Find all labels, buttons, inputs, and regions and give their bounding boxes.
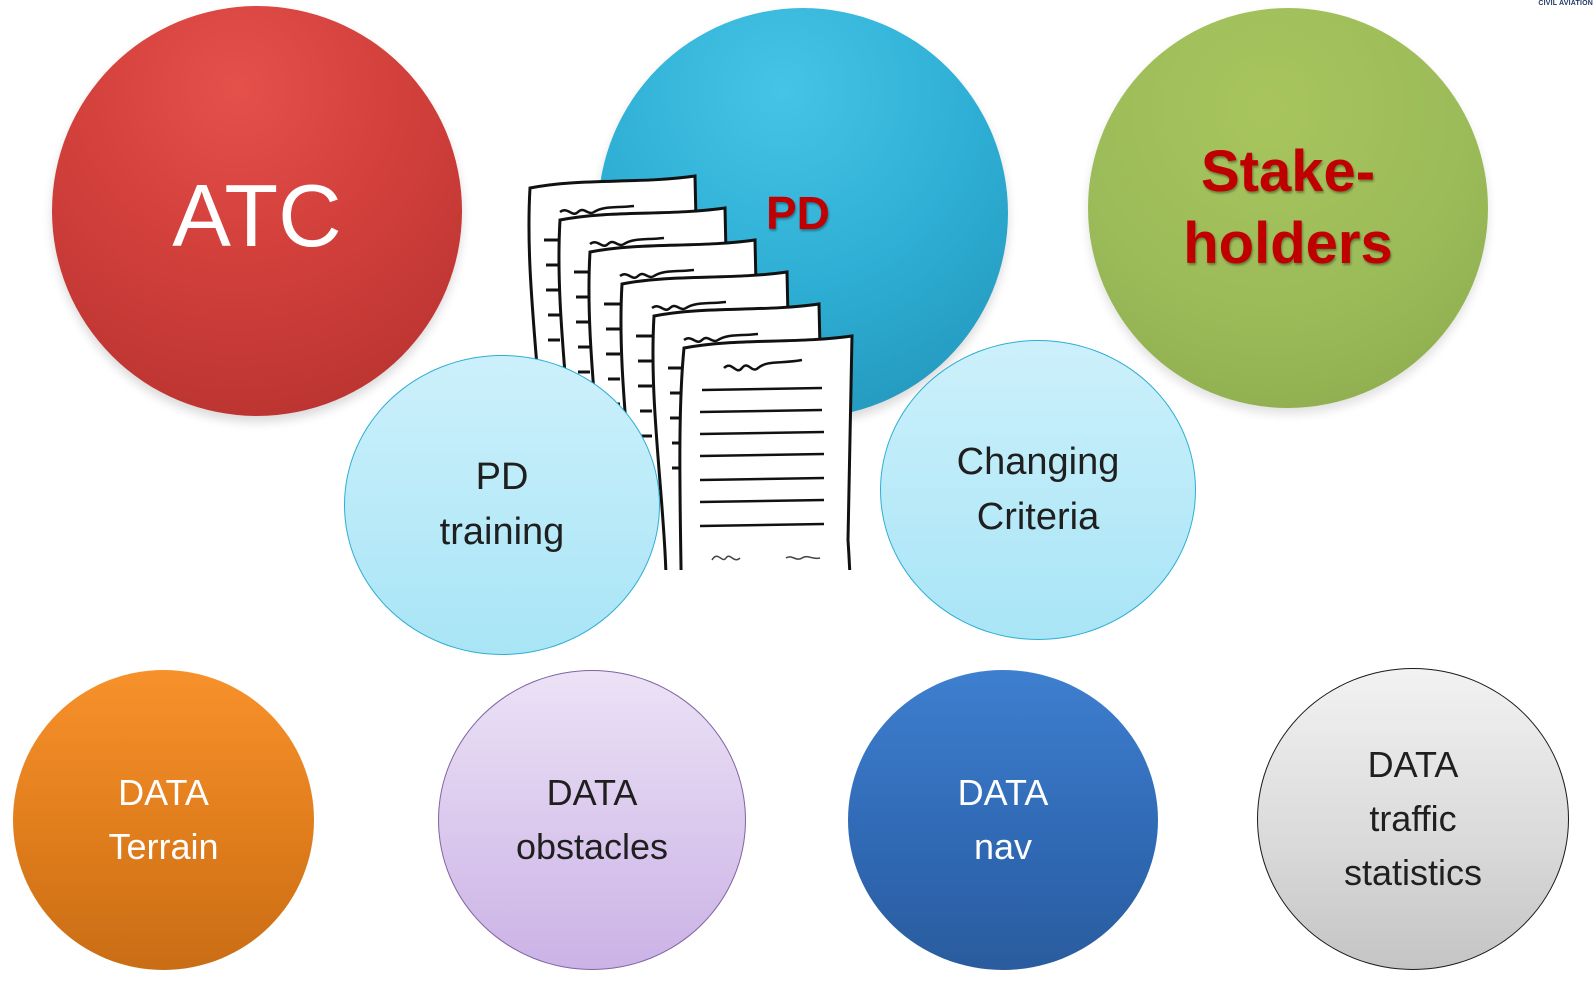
logo: CIVIL AVIATION: [1538, 0, 1593, 7]
pd-training-line1: PD: [475, 455, 529, 498]
stakeholders-label-line1: Stake-: [1200, 138, 1376, 204]
data-nav-circle: DATA nav: [848, 670, 1158, 970]
data-terrain-circle: DATA Terrain: [13, 670, 314, 970]
data-traffic-circle: DATA traffic statistics: [1257, 668, 1569, 970]
data-traffic-line1: DATA: [1367, 744, 1459, 785]
data-traffic-line3: statistics: [1343, 852, 1483, 893]
atc-label: ATC: [172, 166, 342, 265]
data-obstacles-line1: DATA: [546, 772, 638, 813]
pd-training-circle: PD training: [344, 355, 660, 655]
stakeholders-circle: Stake- holders: [1088, 8, 1488, 408]
changing-criteria-line1: Changing: [956, 440, 1120, 483]
data-nav-line1: DATA: [957, 772, 1049, 813]
pd-training-line2: training: [439, 511, 565, 553]
data-terrain-line2: Terrain: [108, 826, 219, 867]
changing-criteria-line2: Criteria: [976, 496, 1100, 538]
atc-circle: ATC: [52, 6, 462, 416]
data-traffic-line2: traffic: [1369, 798, 1457, 839]
changing-criteria-circle: Changing Criteria: [880, 340, 1196, 640]
data-obstacles-line2: obstacles: [515, 826, 669, 867]
data-obstacles-circle: DATA obstacles: [438, 670, 746, 970]
pd-label: PD: [766, 187, 830, 239]
data-nav-line2: nav: [973, 826, 1033, 867]
data-terrain-line1: DATA: [118, 772, 209, 813]
stakeholders-label-line2: holders: [1183, 211, 1393, 276]
